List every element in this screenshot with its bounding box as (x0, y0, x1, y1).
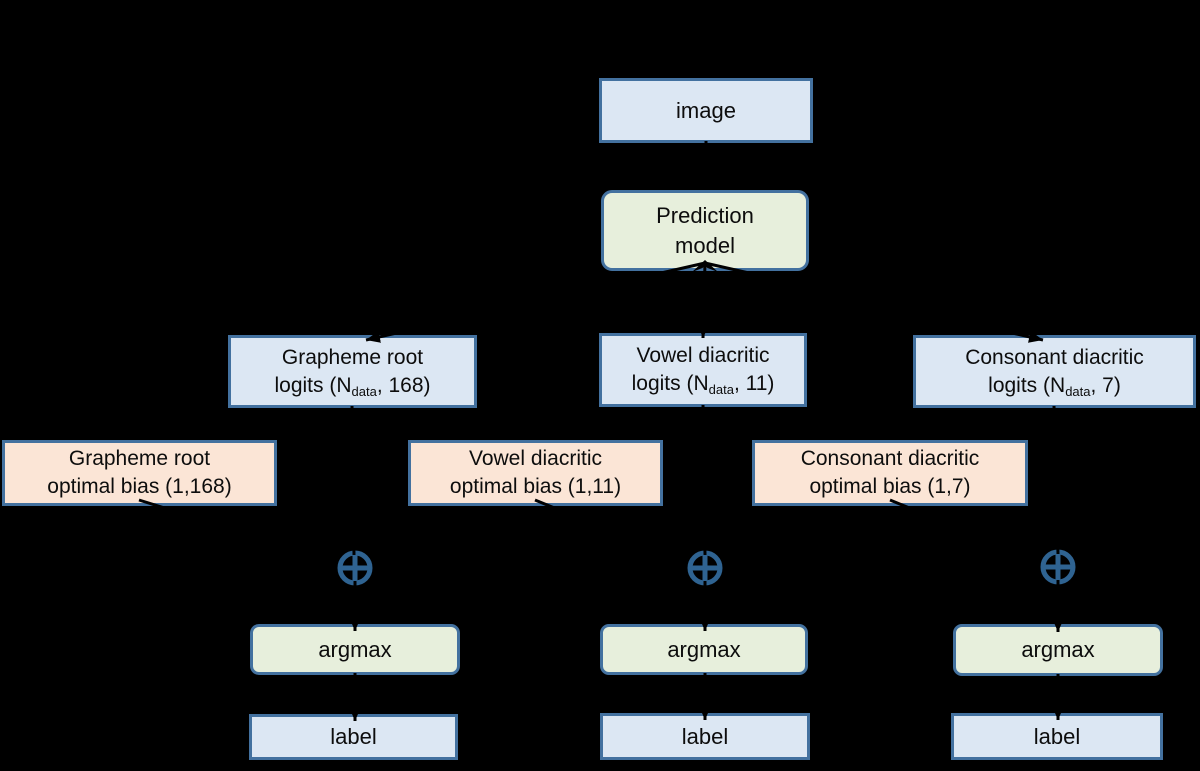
argmax-node-vowel: argmax (600, 624, 808, 675)
circled-plus-icon (337, 550, 373, 586)
consonant-diacritic-logits-line1: Consonant diacritic (965, 345, 1144, 369)
grapheme-root-logits-line2: logits (Ndata, 168) (274, 373, 431, 399)
image-node: image (599, 78, 813, 143)
grapheme-root-logits-node: Grapheme root logits (Ndata, 168) (228, 335, 477, 408)
argmax-node-consonant: argmax (953, 624, 1163, 676)
argmax-node-grapheme: argmax (250, 624, 460, 675)
grapheme-root-bias-node: Grapheme root optimal bias (1,168) (2, 440, 277, 506)
consonant-diacritic-logits-line2: logits (Ndata, 7) (988, 373, 1121, 399)
prediction-model-node: Prediction model (601, 190, 809, 271)
prediction-model-line1: Prediction (656, 202, 754, 228)
vowel-diacritic-bias-line2: optimal bias (1,11) (449, 475, 622, 498)
vowel-diacritic-logits-node: Vowel diacritic logits (Ndata, 11) (599, 333, 807, 407)
circled-plus-icon (1040, 549, 1076, 585)
consonant-diacritic-logits-node: Consonant diacritic logits (Ndata, 7) (913, 335, 1196, 408)
label-node-vowel: label (600, 713, 810, 760)
prediction-model-line2: model (675, 232, 735, 258)
grapheme-root-bias-line2: optimal bias (1,168) (47, 475, 232, 498)
vowel-diacritic-bias-node: Vowel diacritic optimal bias (1,11) (408, 440, 663, 506)
image-node-label: image (676, 97, 736, 123)
vowel-diacritic-bias-line1: Vowel diacritic (468, 447, 603, 470)
consonant-diacritic-bias-line1: Consonant diacritic (800, 447, 980, 470)
vowel-diacritic-logits-line1: Vowel diacritic (636, 344, 770, 367)
grapheme-root-bias-line1: Grapheme root (68, 447, 211, 470)
consonant-diacritic-bias-node: Consonant diacritic optimal bias (1,7) (752, 440, 1028, 506)
label-node-grapheme: label (249, 714, 458, 760)
label-node-consonant: label (951, 713, 1163, 760)
consonant-diacritic-bias-line2: optimal bias (1,7) (809, 475, 971, 498)
circled-plus-icon (687, 550, 723, 586)
grapheme-root-logits-line1: Grapheme root (281, 345, 424, 369)
vowel-diacritic-logits-line2: logits (Ndata, 11) (631, 372, 775, 397)
